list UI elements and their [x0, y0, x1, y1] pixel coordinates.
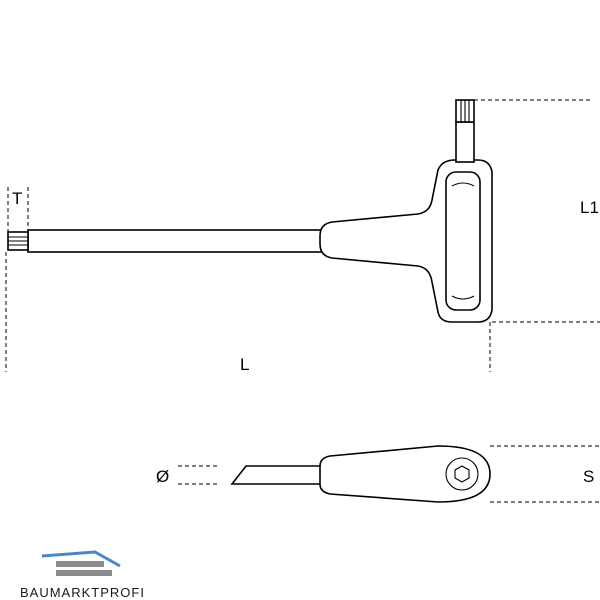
logo-text: BAUMARKTPROFI — [20, 585, 145, 600]
t-handle-key-top-view — [230, 445, 491, 503]
key-short-arm — [455, 121, 475, 163]
grip-insert-top-curve — [451, 182, 475, 187]
logo-bar-icon — [56, 570, 112, 576]
label-s: S — [583, 467, 594, 486]
key-shaft-top-view — [230, 465, 323, 485]
grip-insert-bottom-curve — [451, 295, 475, 300]
dimension-lines-top — [5, 99, 600, 372]
label-t: T — [12, 189, 22, 208]
label-diameter: Ø — [156, 467, 169, 486]
hex-socket-icon — [454, 465, 470, 483]
label-l1: L1 — [580, 198, 599, 217]
t-handle-key-side-view — [7, 99, 493, 323]
dimension-lines-bottom — [178, 445, 600, 503]
logo-bar-icon — [56, 561, 104, 567]
key-shaft — [27, 229, 329, 253]
grip-insert — [445, 171, 481, 311]
baumarktprofi-logo: BAUMARKTPROFI — [20, 550, 145, 600]
socket-circle — [445, 457, 479, 491]
handle-top-view — [319, 445, 491, 503]
logo-roof-icon — [41, 550, 121, 568]
label-l: L — [240, 355, 249, 374]
